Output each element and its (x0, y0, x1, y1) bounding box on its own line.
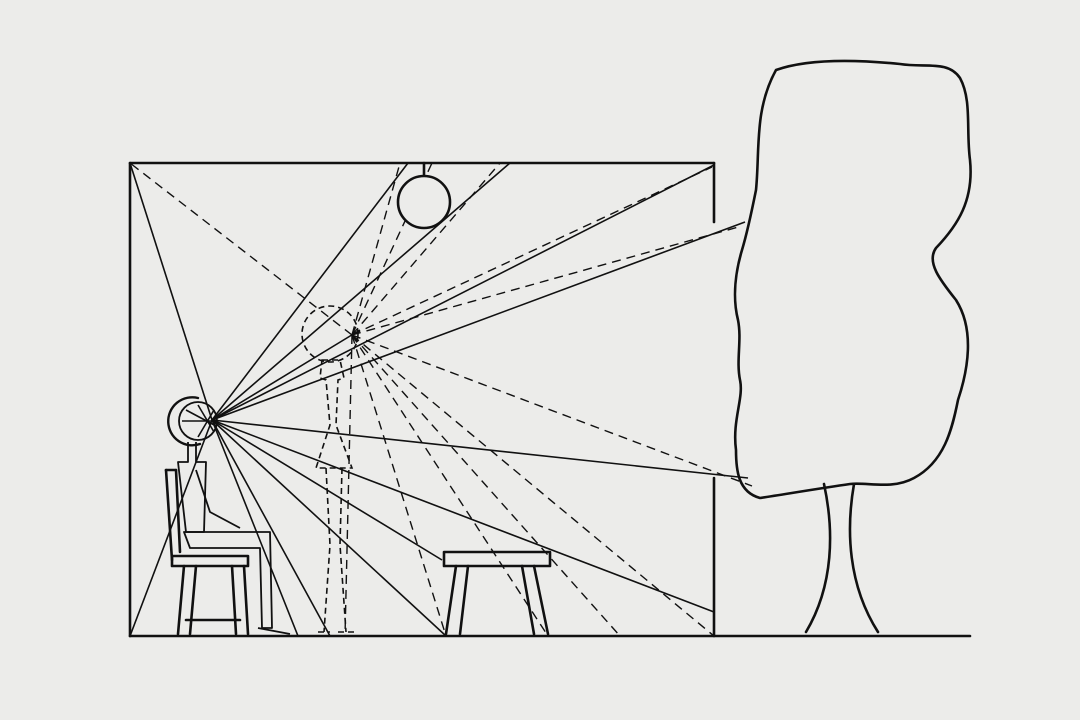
room (128, 161, 716, 638)
standing-figure (301, 305, 359, 633)
tree-outside (733, 59, 972, 634)
hanging-lamp (396, 161, 452, 230)
bench (442, 550, 552, 636)
chair (164, 468, 250, 636)
seated-observer (167, 396, 291, 635)
observer-eye (182, 404, 217, 438)
standing-figure-sight-lines (129, 162, 753, 637)
